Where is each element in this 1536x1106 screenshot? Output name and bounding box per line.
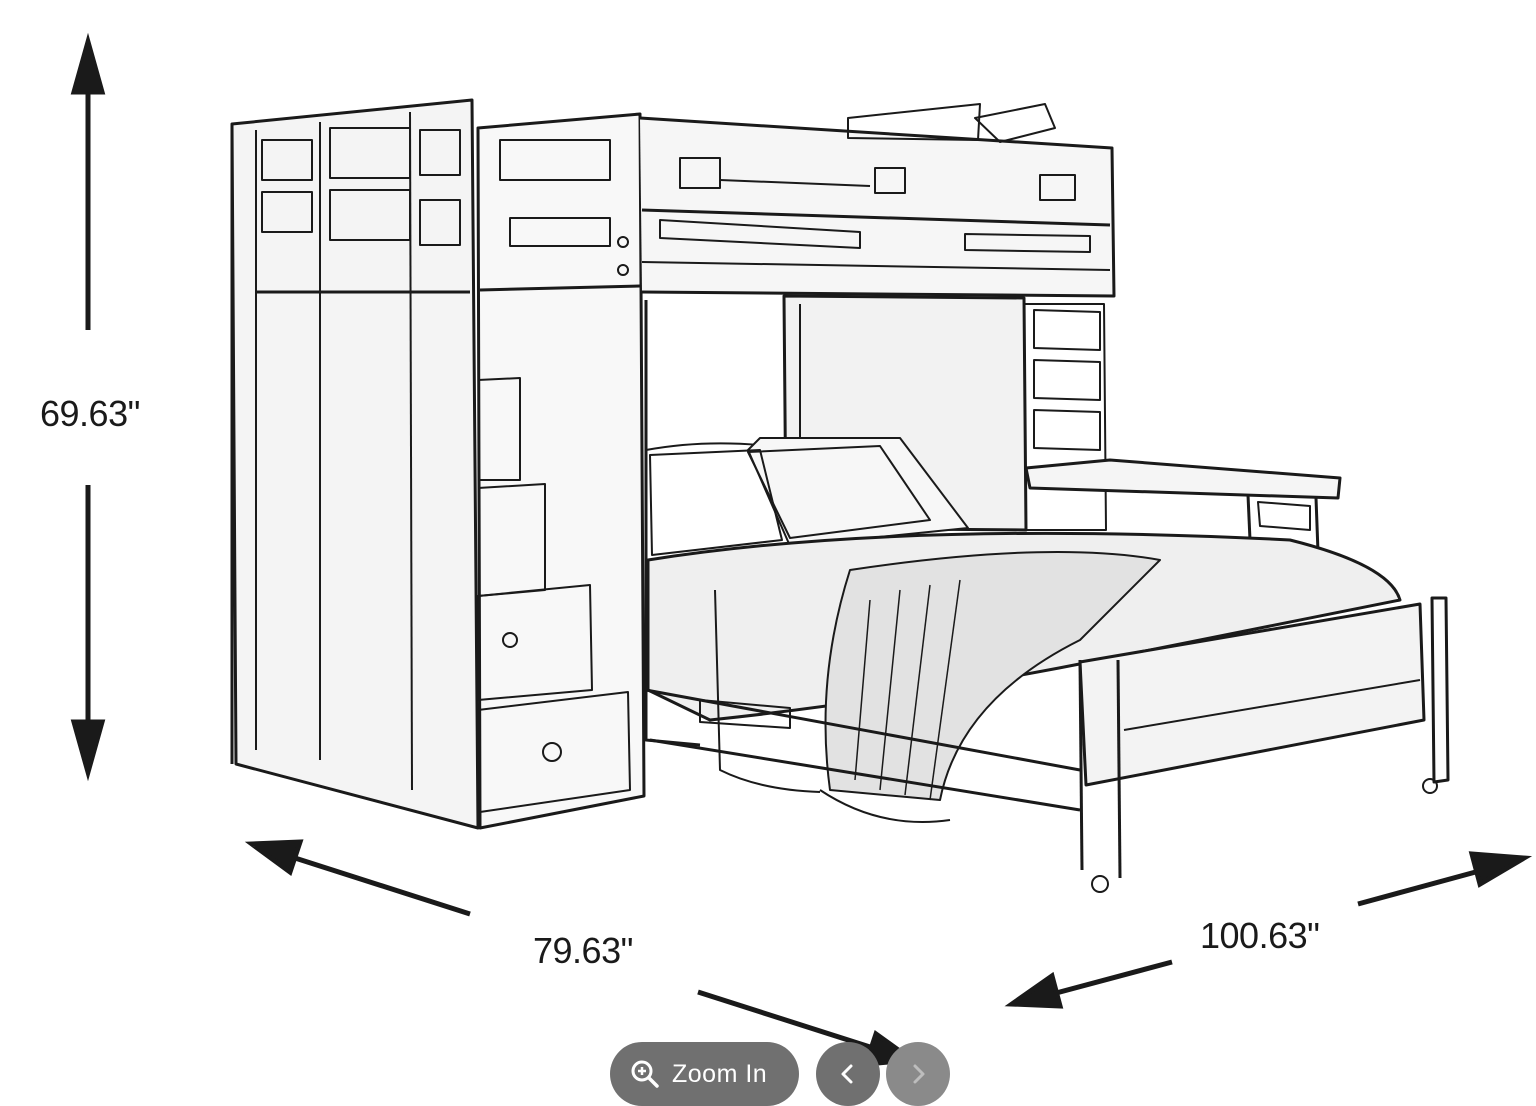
depth-dimension-label: 79.63": [533, 930, 633, 971]
furniture-sketch: [230, 98, 1450, 893]
zoom-in-label: Zoom In: [672, 1059, 768, 1088]
width-dimension-label: 100.63": [1200, 915, 1320, 956]
chevron-right-icon: [913, 1064, 925, 1084]
height-dimension-label: 69.63": [40, 393, 140, 434]
magnifier-plus-icon: [631, 1060, 659, 1088]
previous-image-button[interactable]: [816, 1042, 880, 1106]
chevron-left-icon: [841, 1064, 853, 1084]
depth-arrow-left: [269, 847, 471, 917]
next-image-button[interactable]: [886, 1042, 950, 1106]
zoom-in-button[interactable]: Zoom In: [610, 1042, 799, 1106]
